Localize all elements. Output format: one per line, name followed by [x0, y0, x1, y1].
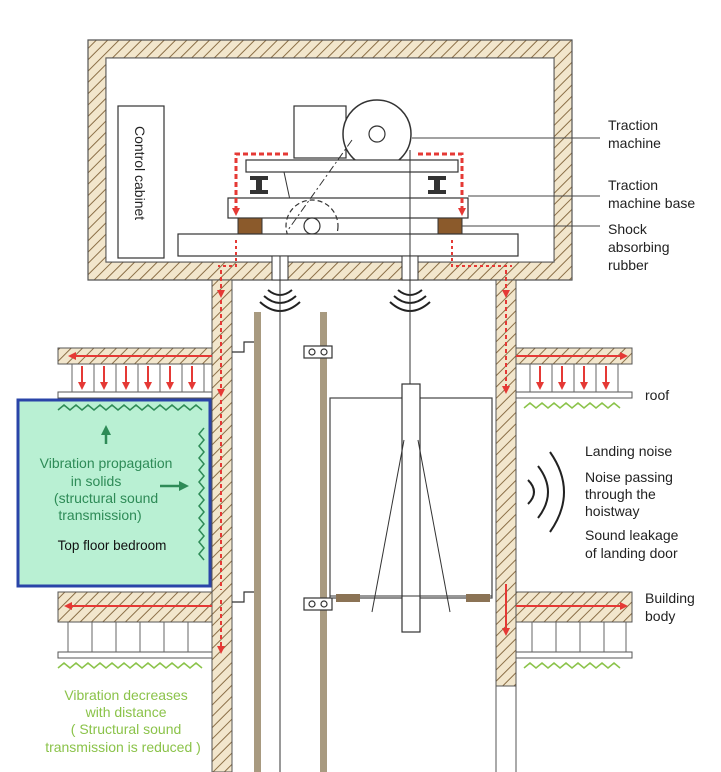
top-floor-bedroom-label: Top floor bedroom: [58, 538, 167, 553]
roof-vibration-wave: [523, 402, 621, 409]
floor-vibration-arrows: [64, 584, 628, 636]
shock-absorbing-rubber-label: Shock absorbing rubber: [608, 221, 673, 273]
shock-absorbing-rubber: [237, 217, 463, 235]
floor-vibration-wave-right: [523, 662, 621, 669]
building-body-label: Building body: [645, 590, 699, 624]
traction-machine-base: [227, 197, 469, 219]
vibration-decreases-label: Vibration decreases with distance ( Stru…: [45, 687, 201, 755]
noise-hoistway-label: Noise passing through the hoistway: [585, 469, 677, 519]
leader-lines: [412, 137, 600, 227]
machine-vibration-path: [218, 152, 512, 267]
elevator-car: [329, 383, 493, 633]
roof-vibration-arrows: [68, 352, 628, 390]
traction-machine: [245, 99, 459, 201]
control-cabinet: Control cabinet: [117, 105, 165, 259]
landing-noise-wave-icon: [527, 451, 565, 533]
hoist-ropes: [279, 150, 411, 772]
floor-vibration-wave-left: [57, 662, 203, 669]
sound-leakage-label: Sound leakage of landing door: [585, 527, 682, 561]
rail-brackets: [232, 341, 333, 611]
vibration-solids-label: Vibration propagation in solids (structu…: [40, 455, 177, 523]
machine-bed: [177, 233, 519, 257]
control-cabinet-label: Control cabinet: [132, 126, 148, 220]
traction-machine-label: Traction machine: [608, 117, 662, 151]
wall-vibration-arrows: [217, 270, 510, 654]
guide-rails: [254, 312, 327, 772]
landing-noise-label: Landing noise: [585, 443, 672, 459]
roof-label: roof: [645, 387, 669, 403]
sound-wave-icon: [259, 289, 431, 312]
top-floor-bedroom: Vibration propagation in solids (structu…: [16, 398, 212, 588]
traction-machine-base-label: Traction machine base: [608, 177, 695, 211]
